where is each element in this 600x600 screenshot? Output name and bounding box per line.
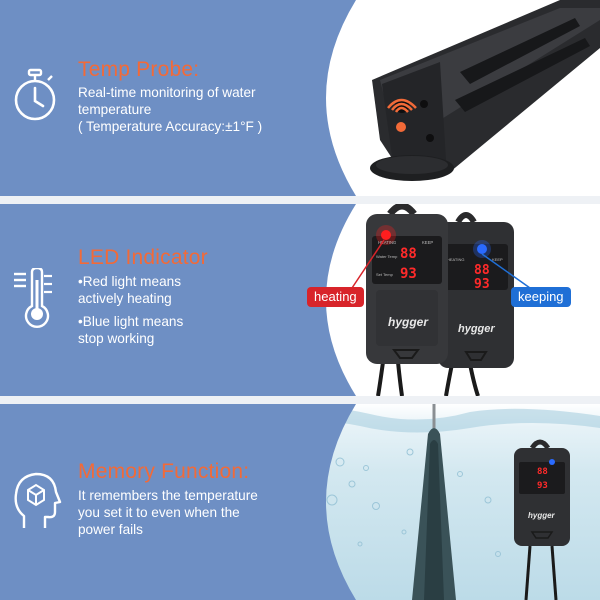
heat-heating-label: HEATING xyxy=(378,240,396,245)
temp-probe-panel: Temp Probe: Real-time monitoring of wate… xyxy=(0,0,600,196)
body-line: stop working xyxy=(78,331,155,346)
keep-keep-label: KEEP xyxy=(492,257,503,262)
memory-function-background: 88 93 hygger xyxy=(0,404,600,600)
section-body-temp-probe: Real-time monitoring of water temperatur… xyxy=(78,84,262,135)
heat-water-label: Water Temp xyxy=(376,254,398,259)
memory-set-reading: 93 xyxy=(537,481,548,491)
heat-set-label: Set Temp xyxy=(376,272,394,277)
submerged-heater-image xyxy=(412,404,456,600)
keep-set-reading: 93 xyxy=(474,277,490,292)
memory-brand-logo: hygger xyxy=(528,511,556,520)
body-line: ( Temperature Accuracy:±1°F ) xyxy=(78,119,263,134)
body-line: actively heating xyxy=(78,291,172,306)
controller-memory-image: 88 93 hygger xyxy=(514,439,570,600)
heat-water-reading: 88 xyxy=(400,246,417,262)
memory-function-panel: 88 93 hygger Memory Function: It remembe… xyxy=(0,404,600,600)
section-title-memory-function: Memory Function: xyxy=(78,460,250,483)
section-title-temp-probe: Temp Probe: xyxy=(78,58,200,81)
body-line: power fails xyxy=(78,522,143,537)
section-body-led-indicator: •Red light means actively heating •Blue … xyxy=(78,273,183,347)
body-line: •Blue light means xyxy=(78,314,184,329)
body-line: temperature xyxy=(78,102,152,117)
head-memory-icon xyxy=(12,472,62,537)
section-body-memory-function: It remembers the temperature you set it … xyxy=(78,487,258,538)
keep-brand-logo: hygger xyxy=(458,323,495,335)
section-divider xyxy=(0,396,600,404)
led-indicator-panel: HEATING KEEP 88 93 hygger HEATING KEEP W… xyxy=(0,204,600,396)
body-line: It remembers the temperature xyxy=(78,488,258,503)
controller-heating-image: HEATING KEEP Water Temp Set Temp 88 93 h… xyxy=(366,204,448,364)
memory-water-reading: 88 xyxy=(537,467,548,477)
keep-water-reading: 88 xyxy=(474,263,490,278)
keeping-label: keeping xyxy=(511,287,571,307)
controller-keeping-image: HEATING KEEP 88 93 hygger xyxy=(438,212,514,368)
heat-keep-label: KEEP xyxy=(422,240,433,245)
heat-brand-logo: hygger xyxy=(388,315,429,329)
heater-probe-image xyxy=(370,0,600,181)
body-line: Real-time monitoring of water xyxy=(78,85,256,100)
section-divider xyxy=(0,196,600,204)
thermometer-icon xyxy=(12,266,62,337)
keep-heating-label: HEATING xyxy=(447,257,464,262)
led-indicator-background: HEATING KEEP 88 93 hygger HEATING KEEP W… xyxy=(0,204,600,396)
body-line: you set it to even when the xyxy=(78,505,240,520)
body-line: •Red light means xyxy=(78,274,181,289)
heating-label: heating xyxy=(307,287,364,307)
stopwatch-icon xyxy=(12,68,58,129)
section-title-led-indicator: LED Indicator xyxy=(78,246,208,269)
heat-set-reading: 93 xyxy=(400,266,417,282)
temp-probe-background xyxy=(0,0,600,196)
